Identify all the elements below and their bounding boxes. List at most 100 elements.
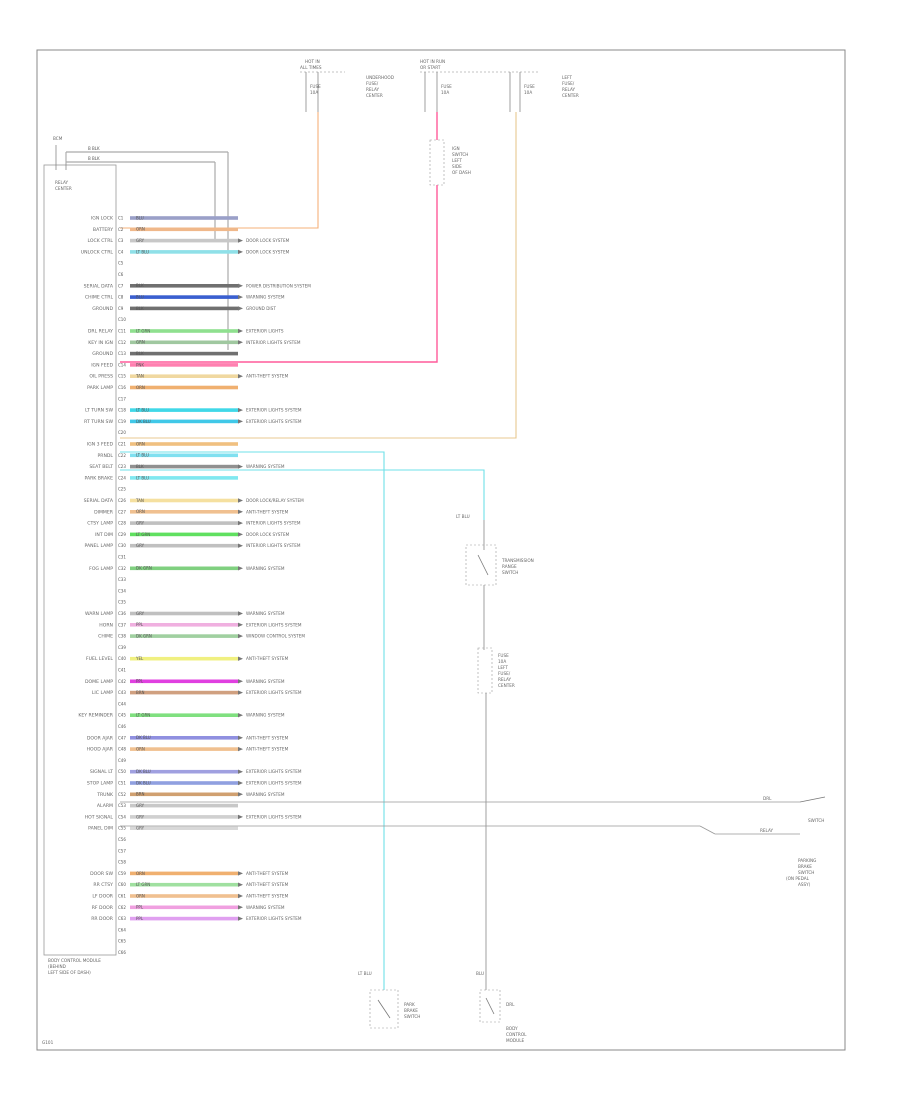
pin-label: DOME LAMP	[85, 679, 113, 685]
pin-number: C60	[118, 882, 126, 887]
mid-fuse-line-4: FUSE/	[498, 671, 511, 676]
reference-arrow-icon	[238, 498, 243, 503]
wire-color-code: BLK	[136, 464, 144, 469]
pin-number: C52	[118, 792, 126, 797]
pin-number: C66	[118, 950, 126, 955]
wire-band	[130, 690, 238, 695]
pin-row: C34	[118, 588, 126, 593]
pin-label: DIMMER	[94, 509, 114, 515]
bottom-1-wire: LT BLU	[358, 971, 372, 976]
pin-label: OIL PRESS	[89, 374, 113, 380]
top-connector-3-side-4: CENTER	[562, 93, 579, 98]
pin-number: C54	[118, 814, 126, 819]
pin-label: DRL RELAY	[88, 329, 113, 335]
pin-number: C37	[118, 622, 126, 627]
system-reference: DOOR LOCK SYSTEM	[246, 249, 290, 254]
pin-number: C40	[118, 656, 126, 661]
wire-band	[130, 329, 238, 333]
system-reference: INTERIOR LIGHTS SYSTEM	[246, 543, 301, 548]
pin-row: C64	[118, 927, 126, 932]
pin-label: FOG LAMP	[89, 566, 113, 572]
top-connector-3-side-3: RELAY	[562, 87, 576, 92]
pin-number: C55	[118, 826, 126, 831]
pin-label: PANEL LAMP	[84, 543, 113, 549]
pin-number: C11	[118, 329, 126, 334]
top-connector-1-side-3: RELAY	[366, 87, 380, 92]
top-connector-3-side-1: LEFT	[562, 75, 572, 80]
system-reference: EXTERIOR LIGHTS SYSTEM	[246, 781, 302, 786]
reference-arrow-icon	[238, 249, 243, 255]
pin-row: C56	[118, 837, 126, 842]
wire-color-code: LT GRN	[136, 328, 150, 333]
wire-color-code: PPL	[136, 622, 144, 627]
wire-color-code: ORN	[136, 871, 145, 876]
system-reference: EXTERIOR LIGHTS	[246, 329, 284, 334]
pin-number: C26	[118, 498, 126, 503]
wire-band	[130, 882, 238, 887]
pin-label: RT TURN SW	[84, 419, 113, 425]
mid-fuse-block: FUSE 10A LEFT FUSE/ RELAY CENTER	[477, 647, 515, 990]
pin-number: C9	[118, 306, 124, 311]
pin-number: C27	[118, 509, 126, 514]
pin-number: C28	[118, 521, 126, 526]
wire-tan-feed	[120, 112, 517, 439]
system-reference: DOOR LOCK SYSTEM	[246, 238, 290, 243]
pin-number: C15	[118, 374, 126, 379]
bottom-component-park-brake: LT BLU PARK BRAKE SWITCH	[358, 971, 420, 1029]
pin-number: C59	[118, 871, 126, 876]
pin-label: IGN 3 FEED	[87, 442, 114, 448]
ignition-line-3: LEFT	[452, 158, 462, 163]
system-reference: POWER DISTRIBUTION SYSTEM	[246, 283, 311, 288]
system-reference: WARNING SYSTEM	[246, 611, 285, 616]
wire-color-code: ORN	[136, 509, 145, 514]
wire-color-code: PNK	[136, 362, 144, 367]
wire-color-code: YEL	[135, 656, 144, 661]
wire-color-code: ORN	[136, 385, 145, 390]
pin-number: C5	[118, 261, 124, 266]
ignition-line-5: OF DASH	[452, 170, 471, 175]
right-switch-line-3: SWITCH	[798, 870, 814, 875]
pin-number: C4	[118, 249, 124, 254]
reference-arrow-icon	[238, 792, 243, 797]
pin-number: C43	[118, 690, 126, 695]
pin-row: C46	[118, 724, 126, 729]
wire-band	[130, 871, 238, 876]
wire-color-code: GRY	[136, 826, 145, 831]
ignition-line-4: SIDE	[452, 164, 462, 169]
system-reference: WARNING SYSTEM	[246, 679, 285, 684]
reference-arrow-icon	[238, 871, 243, 876]
pin-number: C23	[118, 464, 126, 469]
wire-color-code: LT BLU	[136, 453, 149, 458]
pin-row: C41	[118, 668, 126, 673]
reference-arrow-icon	[238, 407, 243, 413]
wire-color-code: GRY	[136, 543, 145, 548]
mid-fuse-line-5: RELAY	[498, 677, 512, 682]
wire-color-code: DK BLU	[136, 419, 151, 424]
wire-band	[130, 510, 238, 514]
system-reference: WINDOW CONTROL SYSTEM	[246, 634, 305, 639]
top-left-wire-1: B BLK	[88, 146, 100, 151]
wire-color-code: BLK	[136, 351, 144, 356]
pin-label: SERIAL DATA	[84, 498, 114, 504]
wire-band	[130, 250, 238, 254]
pin-number: C3	[118, 238, 124, 243]
reference-arrow-icon	[238, 238, 243, 243]
diagram-frame	[36, 49, 846, 1051]
wire-band	[130, 238, 238, 243]
pin-number: C36	[118, 611, 126, 616]
pin-label: FUEL LEVEL	[86, 656, 113, 662]
pin-number: C61	[118, 894, 126, 899]
pin-label: PARK LAMP	[87, 385, 113, 391]
wire-band	[130, 532, 238, 537]
pin-label: ALARM	[97, 803, 113, 809]
mid-fuse-line-3: LEFT	[498, 665, 508, 670]
bottom-2-line-3: CONTROL	[506, 1032, 527, 1037]
right-switch-line-4: (ON PEDAL	[786, 876, 810, 881]
reference-arrow-icon	[238, 690, 243, 695]
